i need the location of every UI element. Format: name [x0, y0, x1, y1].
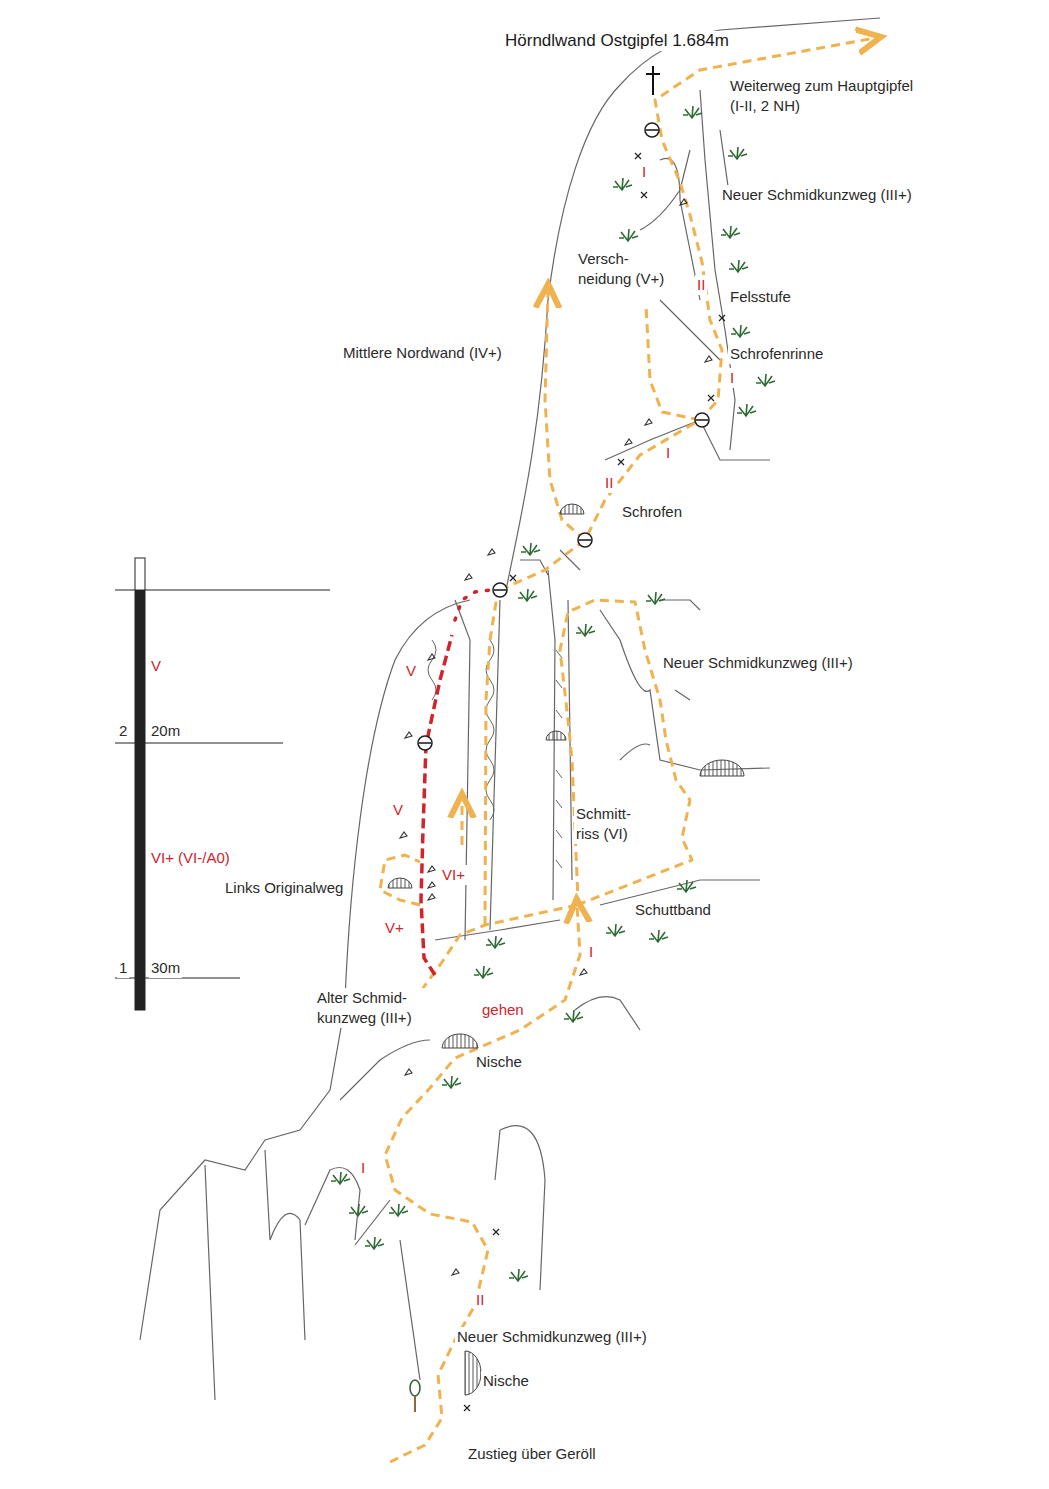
route-label: 30m — [149, 958, 182, 978]
scale-bar — [115, 558, 330, 1010]
route-label: 1 — [117, 958, 129, 978]
grade-label: I — [664, 443, 672, 463]
grass-stroke — [486, 936, 505, 948]
variant-route-dotted — [455, 590, 490, 620]
grade-label: I — [728, 368, 736, 388]
variant-route — [421, 635, 452, 975]
grass-stroke — [728, 147, 747, 159]
summit-title: Hörndlwand Ostgipfel 1.684m — [503, 31, 731, 51]
route-label: Weiterweg zum Hauptgipfel (I-II, 2 NH) — [728, 76, 932, 116]
grade-label: V — [404, 661, 418, 681]
grade-label: I — [587, 942, 595, 962]
grass-stroke — [564, 1010, 583, 1022]
summit-cross — [646, 66, 660, 95]
grass-stroke — [731, 325, 750, 337]
crack-line — [428, 640, 562, 868]
grass-stroke — [442, 1076, 461, 1088]
route-label: Neuer Schmidkunzweg (III+) — [720, 185, 914, 205]
route-label: Felsstufe — [728, 287, 793, 307]
route-label: Nische — [474, 1052, 524, 1072]
grass-stroke — [737, 404, 756, 416]
grass-stroke — [474, 966, 493, 978]
rock-outline — [140, 18, 880, 1400]
grass-stroke — [331, 1172, 350, 1184]
grass-stroke — [518, 589, 537, 601]
grass-stroke — [576, 624, 595, 636]
grade-label: II — [695, 275, 707, 295]
cross-mark — [464, 153, 725, 1411]
route-label: 20m — [149, 721, 182, 741]
route-label: Schmitt- riss (VI) — [574, 804, 648, 844]
grade-label: gehen — [480, 1000, 526, 1020]
grass-stroke — [349, 1204, 368, 1216]
niche-symbol — [388, 504, 744, 1395]
grade-label: II — [603, 473, 615, 493]
route-label: Alter Schmid- kunzweg (III+) — [315, 988, 429, 1028]
grade-label: II — [474, 1290, 486, 1310]
route-label: Schuttband — [633, 900, 713, 920]
route-label: Zustieg über Geröll — [466, 1444, 598, 1464]
grass-stroke — [646, 592, 665, 604]
grass-stroke — [365, 1237, 384, 1249]
grass-stroke — [721, 226, 740, 238]
route-label: Neuer Schmidkunzweg (III+) — [661, 653, 855, 673]
grade-label: VI+ — [440, 865, 467, 885]
grass-stroke — [677, 880, 696, 892]
route-label: Schrofen — [620, 502, 684, 522]
grass-stroke — [619, 229, 638, 241]
grade-label: I — [359, 1158, 367, 1178]
route-line — [380, 38, 875, 1462]
route-label: Nische — [481, 1371, 531, 1391]
grade-label: V — [149, 656, 163, 676]
grade-label: VI+ (VI-/A0) — [149, 848, 232, 868]
tree-symbol — [410, 1380, 420, 1412]
grass-stroke — [729, 260, 748, 272]
route-label: Mittlere Nordwand (IV+) — [341, 343, 504, 363]
grade-label: I — [640, 162, 648, 182]
grade-label: V — [391, 800, 405, 820]
grass-stroke — [389, 1204, 408, 1216]
route-label: Versch- neidung (V+) — [576, 249, 684, 289]
grass-stroke — [613, 178, 632, 190]
route-label: Schrofenrinne — [728, 344, 825, 364]
grass-stroke — [649, 930, 668, 942]
grass-stroke — [756, 374, 775, 386]
route-label: Neuer Schmidkunzweg (III+) — [455, 1327, 649, 1347]
grass-stroke — [509, 1269, 528, 1281]
grass-stroke — [606, 924, 625, 936]
grass-stroke — [521, 543, 540, 555]
route-label: 2 — [117, 721, 129, 741]
grass-tuft — [331, 106, 775, 1281]
grade-label: V+ — [383, 918, 406, 938]
route-label: Links Originalweg — [223, 878, 345, 898]
grass-stroke — [683, 106, 702, 118]
